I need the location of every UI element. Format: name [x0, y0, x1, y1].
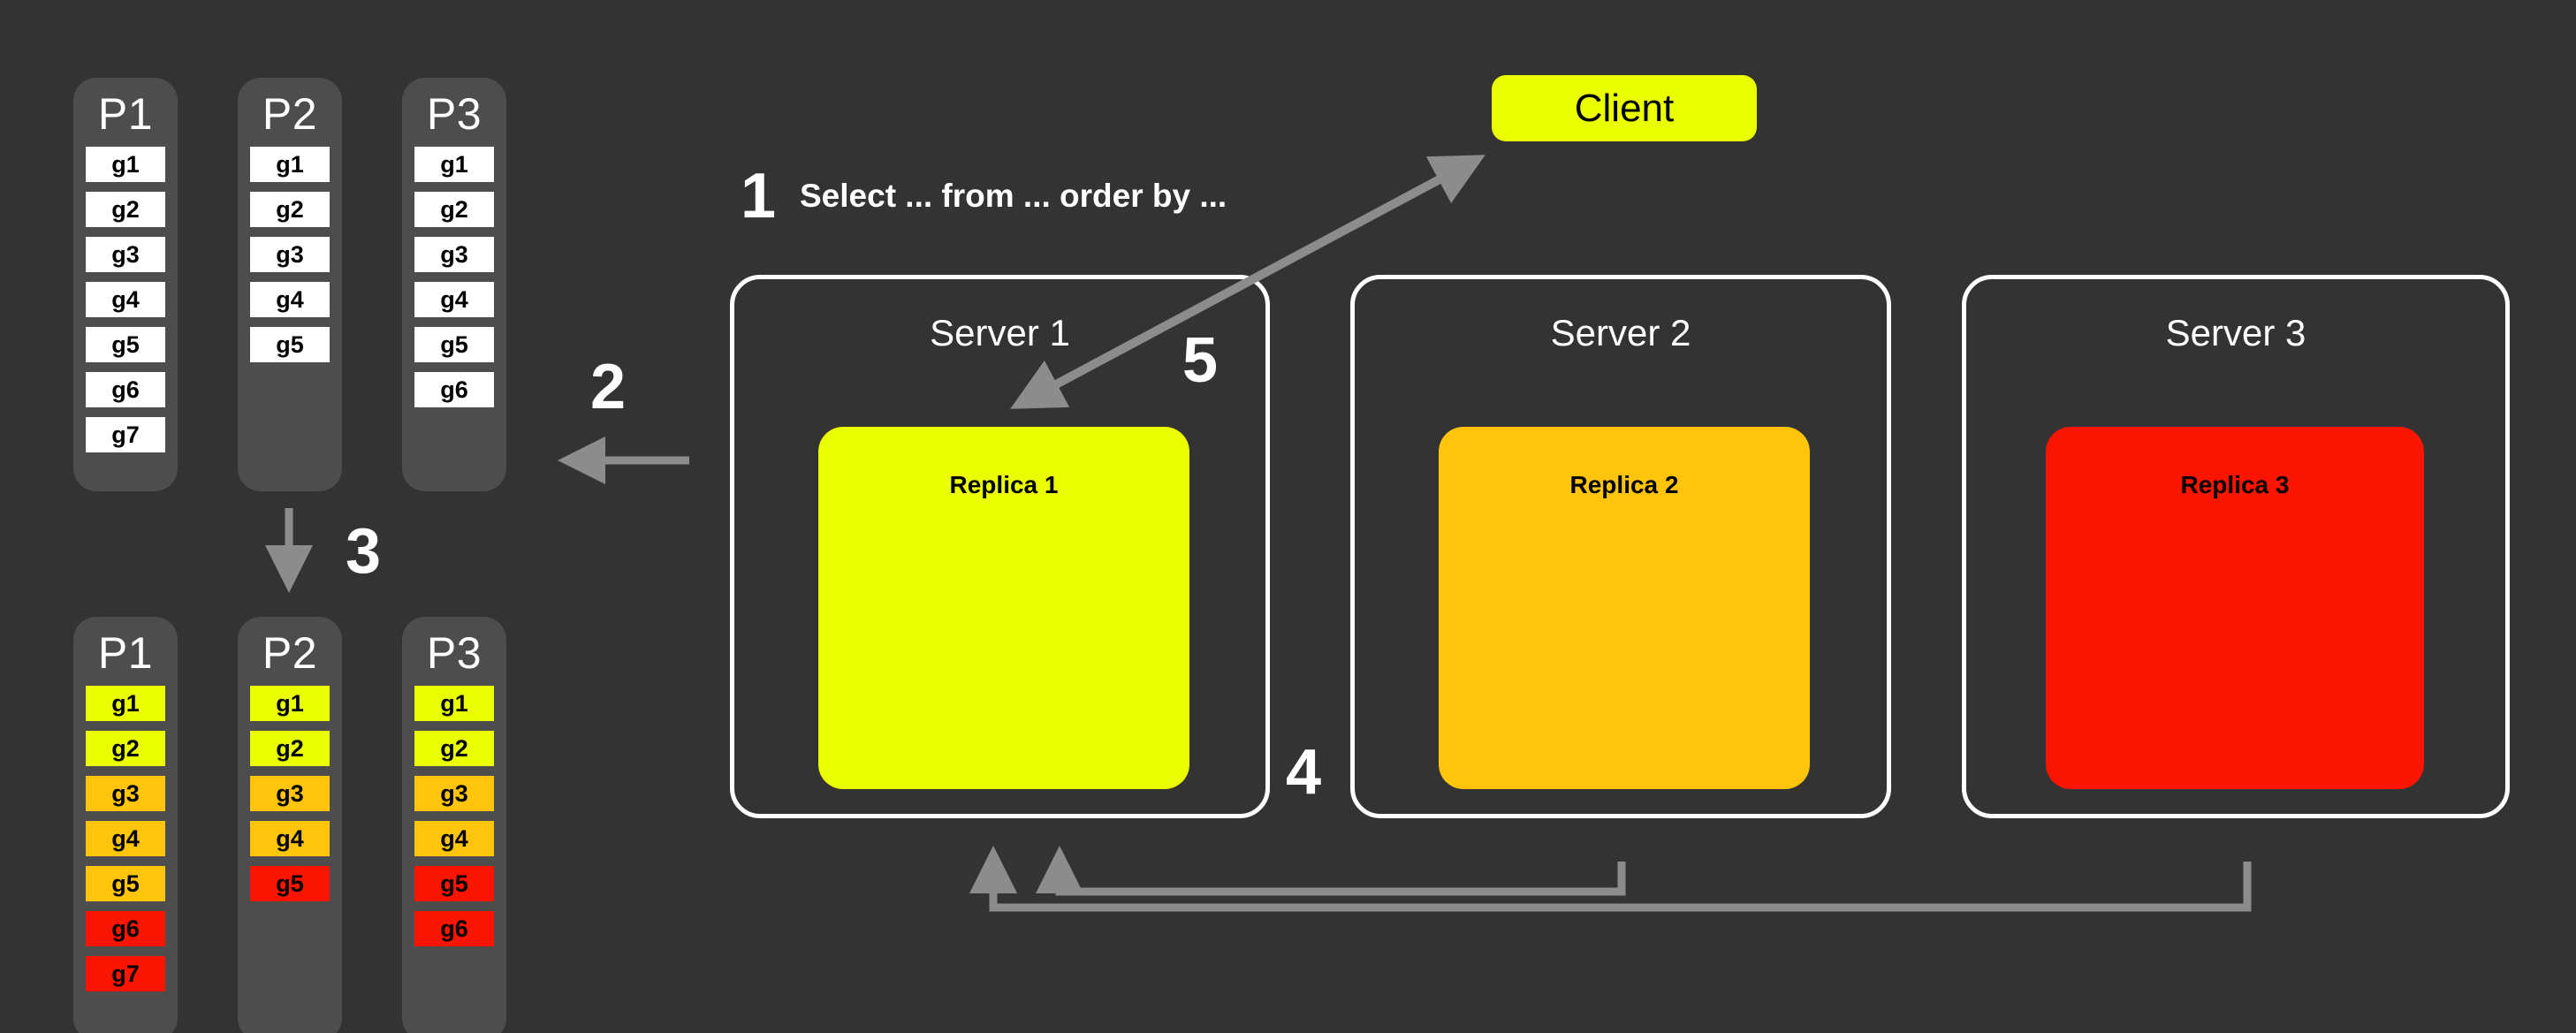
partition-title: P2: [262, 89, 318, 139]
partition-cell: g1: [414, 686, 494, 721]
partition-bottom-p1: P1 g1 g2 g3 g4 g5 g6 g7: [73, 617, 178, 1033]
partition-cell: g4: [86, 821, 165, 856]
server-title: Server 2: [1550, 312, 1691, 353]
partition-cell: g6: [86, 372, 165, 407]
partition-cell: g6: [414, 372, 494, 407]
partition-cell: g3: [250, 776, 330, 811]
partition-cell: g4: [414, 282, 494, 317]
partition-cell: g3: [414, 237, 494, 272]
client-box[interactable]: Client: [1492, 75, 1757, 141]
partition-cell-list: g1 g2 g3 g4 g5 g6: [414, 686, 494, 956]
partition-cell: g1: [86, 147, 165, 182]
partition-bottom-p2: P2 g1 g2 g3 g4 g5: [238, 617, 342, 1033]
partition-cell-list: g1 g2 g3 g4 g5: [250, 147, 330, 372]
server-box-3[interactable]: Server 3 Replica 3: [1962, 275, 2510, 818]
partition-cell: g2: [86, 192, 165, 227]
client-label: Client: [1574, 86, 1675, 130]
partition-cell: g5: [414, 866, 494, 901]
step-number-5: 5: [1182, 325, 1219, 396]
replica-label: Replica 2: [1569, 471, 1679, 498]
partition-cell: g2: [414, 731, 494, 766]
server-box-2[interactable]: Server 2 Replica 2: [1350, 275, 1891, 818]
partition-top-p2: P2 g1 g2 g3 g4 g5: [238, 78, 342, 491]
partition-cell: g3: [86, 776, 165, 811]
partition-cell-list: g1 g2 g3 g4 g5 g6: [414, 147, 494, 417]
arrow-step-4-from-server3: [969, 846, 2252, 912]
replica-label: Replica 1: [949, 471, 1059, 498]
step-number-4: 4: [1286, 737, 1322, 808]
partition-cell-list: g1 g2 g3 g4 g5 g6 g7: [86, 686, 165, 1001]
partition-cell: g5: [414, 327, 494, 362]
partition-cell: g7: [86, 417, 165, 452]
partition-cell: g6: [414, 911, 494, 946]
partition-cell: g7: [86, 956, 165, 991]
partition-cell: g4: [250, 282, 330, 317]
partition-cell: g5: [86, 866, 165, 901]
partition-title: P2: [262, 628, 318, 678]
arrow-step-4-from-server2: [1036, 846, 1626, 896]
partition-cell: g5: [250, 866, 330, 901]
server-title: Server 3: [2165, 312, 2306, 353]
partition-cell: g2: [86, 731, 165, 766]
step-number-2: 2: [590, 352, 627, 422]
partition-cell: g2: [250, 192, 330, 227]
partition-cell: g3: [414, 776, 494, 811]
partition-cell-list: g1 g2 g3 g4 g5 g6 g7: [86, 147, 165, 462]
replica-label: Replica 3: [2180, 471, 2290, 498]
partition-top-p1: P1 g1 g2 g3 g4 g5 g6 g7: [73, 78, 178, 491]
replica-box-2[interactable]: Replica 2: [1439, 427, 1810, 789]
partition-cell: g3: [86, 237, 165, 272]
partition-cell: g3: [250, 237, 330, 272]
replica-box-1[interactable]: Replica 1: [818, 427, 1189, 789]
partition-cell-list: g1 g2 g3 g4 g5: [250, 686, 330, 911]
query-label: Select ... from ... order by ...: [800, 178, 1227, 214]
partition-cell: g2: [250, 731, 330, 766]
partition-title: P3: [426, 89, 483, 139]
partition-cell: g6: [86, 911, 165, 946]
partition-cell: g2: [414, 192, 494, 227]
partition-title: P1: [97, 628, 154, 678]
partition-cell: g4: [414, 821, 494, 856]
server-box-1[interactable]: Server 1 Replica 1: [730, 275, 1270, 818]
partition-bottom-p3: P3 g1 g2 g3 g4 g5 g6: [402, 617, 506, 1033]
step-number-1: 1: [741, 161, 777, 232]
partition-cell: g4: [250, 821, 330, 856]
partition-title: P1: [97, 89, 154, 139]
partition-top-p3: P3 g1 g2 g3 g4 g5 g6: [402, 78, 506, 491]
partition-cell: g5: [86, 327, 165, 362]
partition-cell: g1: [250, 147, 330, 182]
partition-cell: g1: [86, 686, 165, 721]
partition-cell: g5: [250, 327, 330, 362]
replica-box-3[interactable]: Replica 3: [2046, 427, 2424, 789]
step-number-3: 3: [346, 516, 382, 587]
partition-cell: g1: [250, 686, 330, 721]
partition-cell: g1: [414, 147, 494, 182]
partition-cell: g4: [86, 282, 165, 317]
partition-title: P3: [426, 628, 483, 678]
